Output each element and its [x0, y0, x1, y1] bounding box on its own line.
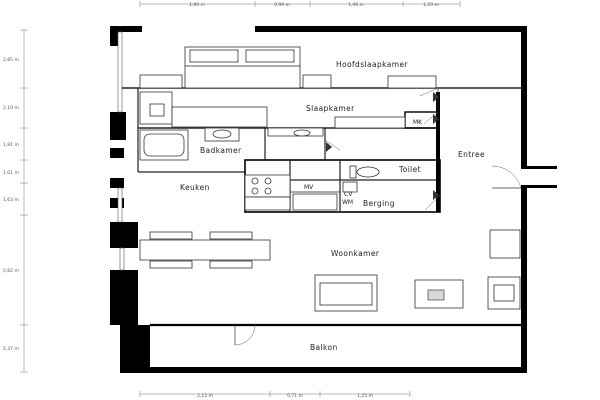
- dining-table: [139, 231, 271, 269]
- dim-top-2: 0,90 m: [274, 2, 290, 8]
- room-label-hoofdslaapkamer: Hoofdslaapkamer: [336, 60, 408, 69]
- nightstand-right: [302, 74, 332, 89]
- room-label-berging: Berging: [363, 199, 395, 208]
- outer-walls: [110, 26, 527, 373]
- washbasin: [267, 127, 324, 137]
- bottom-dimensions: 2,12 m 0,71 m 1,25 m: [139, 391, 411, 399]
- door-badkamer: [324, 139, 341, 151]
- bedroom-shelf: [334, 116, 406, 129]
- dim-left-7: 2,37 m: [3, 346, 19, 352]
- dim-top-1: 1,90 m: [189, 2, 205, 8]
- arrow-right-icon: [433, 190, 439, 200]
- sofa: [314, 274, 378, 312]
- room-label-entree: Entree: [458, 150, 485, 159]
- tv-cabinet: [489, 229, 521, 259]
- dim-top-4: 1,20 m: [423, 2, 439, 8]
- room-label-badkamer: Badkamer: [200, 146, 242, 155]
- arrow-right-icon: [326, 142, 332, 152]
- door-hoofdslaapkamer: [419, 87, 439, 110]
- desk-chair: [149, 103, 165, 117]
- cv-unit: [342, 181, 358, 193]
- nightstand-left: [139, 74, 183, 89]
- door-slaapkamer: [423, 111, 439, 125]
- wardrobe-bedroom: [171, 106, 268, 128]
- room-label-wm: WM: [342, 199, 353, 206]
- washing-machine: [292, 193, 338, 211]
- room-label-toilet: Toilet: [398, 165, 421, 174]
- room-label-balkon: Balkon: [310, 343, 338, 352]
- left-dimensions: 2,85 m 2,10 m 1,81 m 1,01 m 1,63 m 5,82 …: [3, 29, 28, 373]
- room-label-mv: MV: [304, 184, 314, 191]
- wardrobe-master: [387, 75, 437, 89]
- dim-left-1: 2,85 m: [3, 57, 19, 63]
- room-label-woonkamer: Woonkamer: [331, 249, 380, 258]
- stove: [244, 174, 291, 198]
- double-bed: [184, 46, 301, 89]
- kitchen-counter: [244, 196, 291, 211]
- door-balkon: [234, 324, 256, 346]
- dim-left-2: 2,10 m: [3, 105, 19, 111]
- dim-left-5: 1,63 m: [3, 197, 19, 203]
- bathtub: [139, 129, 189, 161]
- armchair: [487, 276, 521, 310]
- arrow-right-icon: [433, 92, 439, 102]
- room-label-mk: MK: [413, 119, 423, 126]
- dim-bottom-1: 2,12 m: [197, 393, 213, 399]
- dim-bottom-3: 1,25 m: [357, 393, 373, 399]
- toilet: [349, 165, 380, 179]
- dim-left-4: 1,01 m: [3, 170, 19, 176]
- dim-top-3: 1,46 m: [348, 2, 364, 8]
- room-label-keuken: Keuken: [180, 183, 210, 192]
- dim-bottom-2: 0,71 m: [287, 393, 303, 399]
- dim-left-3: 1,81 m: [3, 142, 19, 148]
- coffee-table: [414, 279, 464, 309]
- door-berging: [424, 194, 441, 211]
- sink: [204, 127, 240, 142]
- room-label-cv: CV: [344, 191, 353, 198]
- room-label-slaapkamer: Slaapkamer: [306, 104, 355, 113]
- arrow-right-icon: [433, 114, 439, 124]
- top-dimensions: 1,90 m 0,90 m 1,46 m 1,20 m: [139, 1, 461, 8]
- dim-left-6: 5,82 m: [3, 268, 19, 274]
- entrance-door: [491, 165, 557, 189]
